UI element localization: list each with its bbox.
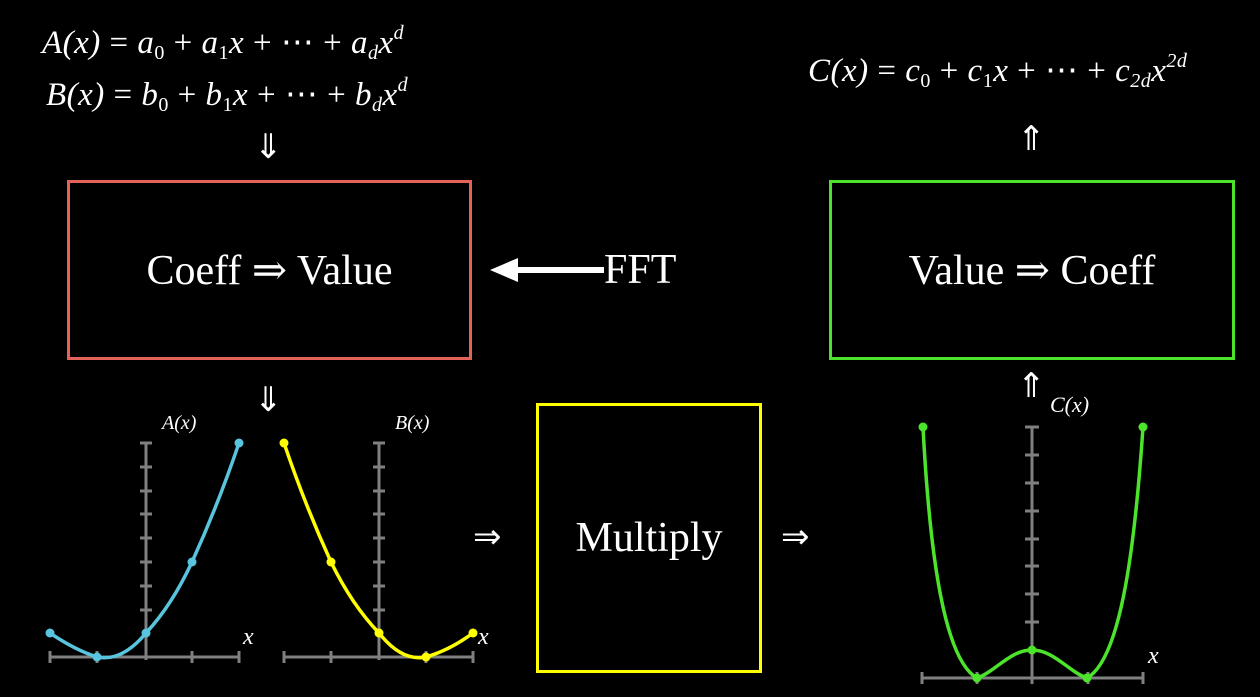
subscript: 2d — [1130, 70, 1152, 92]
plot-c-label: C(x) — [1050, 392, 1090, 417]
plot-b-xlabel: x — [478, 624, 489, 650]
ellipsis: ⋯ — [284, 77, 319, 113]
plot-a-curve — [49, 442, 241, 660]
variable: x — [382, 77, 398, 113]
value-to-coeff-box: Value ⇒ Coeff — [829, 180, 1235, 360]
coef: c — [967, 53, 983, 89]
subscript: d — [367, 42, 379, 64]
exponent: d — [397, 74, 409, 96]
variable: x — [993, 53, 1009, 89]
coef: c — [905, 53, 921, 89]
variable: x — [378, 25, 394, 61]
coef: b — [141, 77, 159, 113]
variable: x — [229, 25, 245, 61]
fft-left-arrow-icon — [490, 258, 604, 282]
coef: b — [354, 77, 372, 113]
plus-sign: + — [939, 53, 959, 89]
plot-c-points — [918, 422, 1148, 683]
implies-right-arrow-icon: ⇒ — [781, 517, 810, 557]
coef: a — [137, 25, 155, 61]
fft-label: FFT — [604, 247, 677, 293]
coeff-to-value-label: Coeff ⇒ Value — [146, 248, 393, 294]
coef: c — [1115, 53, 1131, 89]
plot-c-xlabel: x — [1148, 643, 1159, 669]
implies-down-arrow-icon: ⇓ — [254, 380, 283, 420]
plot-a-points — [45, 438, 244, 662]
plus-sign: + — [1017, 53, 1037, 89]
plot-a-xlabel: x — [243, 624, 254, 650]
subscript: 0 — [920, 70, 931, 92]
subscript: 0 — [154, 42, 165, 64]
plus-sign: + — [252, 25, 273, 61]
plot-b-axes — [282, 441, 475, 663]
exponent: d — [393, 22, 405, 44]
variable: x — [233, 77, 249, 113]
equation-a: A(x) = a0 + a1x + ⋯ + adxd — [42, 22, 404, 65]
multiply-box: Multiply — [536, 403, 762, 673]
coef: a — [350, 25, 368, 61]
implies-up-arrow-icon: ⇑ — [1017, 119, 1046, 159]
coef: b — [205, 77, 223, 113]
equation-b: B(x) = b0 + b1x + ⋯ + bdxd — [46, 74, 408, 117]
plot-b-points — [279, 438, 478, 662]
equals-sign: = — [877, 53, 897, 89]
subscript: 1 — [222, 94, 234, 116]
plus-sign: + — [256, 77, 277, 113]
eq-a-lhs: A(x) — [42, 25, 101, 61]
subscript: 0 — [158, 94, 169, 116]
ellipsis: ⋯ — [1044, 53, 1079, 89]
plus-sign: + — [1087, 53, 1107, 89]
plot-a-label: A(x) — [162, 412, 197, 434]
subscript: 1 — [982, 70, 994, 92]
value-to-coeff-label: Value ⇒ Coeff — [908, 248, 1156, 294]
plus-sign: + — [327, 77, 347, 113]
coeff-to-value-box: Coeff ⇒ Value — [67, 180, 472, 360]
equals-sign: = — [109, 25, 129, 61]
implies-up-arrow-icon: ⇑ — [1017, 366, 1046, 406]
implies-right-arrow-icon: ⇒ — [473, 517, 502, 557]
exponent: 2d — [1166, 50, 1188, 72]
subscript: d — [371, 94, 383, 116]
eq-b-lhs: B(x) — [46, 77, 105, 113]
coef: a — [201, 25, 219, 61]
equals-sign: = — [113, 77, 133, 113]
plot-a-axes — [48, 441, 241, 663]
plot-b-label: B(x) — [395, 412, 430, 434]
eq-c-lhs: C(x) — [808, 53, 869, 89]
plus-sign: + — [323, 25, 343, 61]
plus-sign: + — [177, 77, 197, 113]
multiply-label: Multiply — [575, 515, 723, 561]
ellipsis: ⋯ — [280, 25, 315, 61]
variable: x — [1151, 53, 1167, 89]
implies-down-arrow-icon: ⇓ — [254, 127, 283, 167]
plus-sign: + — [173, 25, 193, 61]
equation-c: C(x) = c0 + c1x + ⋯ + c2dx2d — [808, 50, 1187, 93]
plot-b-curve — [282, 442, 475, 660]
subscript: 1 — [218, 42, 230, 64]
